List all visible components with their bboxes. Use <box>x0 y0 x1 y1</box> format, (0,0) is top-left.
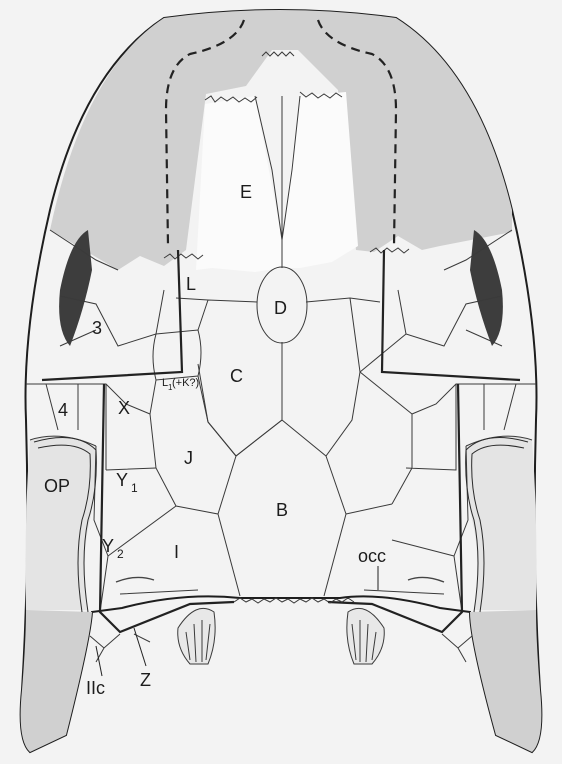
lower-corner-sutures <box>90 634 472 662</box>
right-pit-line <box>408 577 444 582</box>
label-Y2-sub: 2 <box>117 547 124 561</box>
right-opercular-shaded-area <box>465 436 537 610</box>
bone-B-sutures <box>218 420 392 596</box>
left-opercular-shaded-area <box>26 436 98 610</box>
label-E: E <box>240 182 252 202</box>
label-L1-note: (+K?) <box>172 377 199 389</box>
left-flank-shaded-area <box>21 610 92 752</box>
right-orbit <box>470 230 503 346</box>
label-C: C <box>230 366 243 386</box>
right-flank-shaded-area <box>470 610 541 752</box>
label-I: I <box>174 542 179 562</box>
left-occipital-process <box>178 608 215 664</box>
label-Y1-sub: 1 <box>131 481 138 495</box>
label-L: L <box>186 274 196 294</box>
right-occipital-process <box>347 608 384 664</box>
label-occ: occ <box>358 546 386 566</box>
label-J: J <box>184 448 193 468</box>
label-Y2: Y <box>102 536 114 556</box>
inner-snout-area <box>196 96 282 272</box>
label-Z: Z <box>140 670 151 690</box>
Z-leader-line <box>134 628 146 666</box>
label-Y1: Y <box>116 470 128 490</box>
label-B: B <box>276 500 288 520</box>
label-OP: OP <box>44 476 70 496</box>
left-orbit <box>59 230 92 346</box>
bone-J-sutures <box>150 376 236 514</box>
inner-snout-area-right <box>282 92 358 268</box>
label-IIc: IIc <box>86 678 105 698</box>
bone-C-sutures <box>176 298 380 456</box>
label-X: X <box>118 398 130 418</box>
left-pit-line <box>116 577 154 582</box>
label-D: D <box>274 298 287 318</box>
label-3: 3 <box>92 318 102 338</box>
label-4: 4 <box>58 400 68 420</box>
